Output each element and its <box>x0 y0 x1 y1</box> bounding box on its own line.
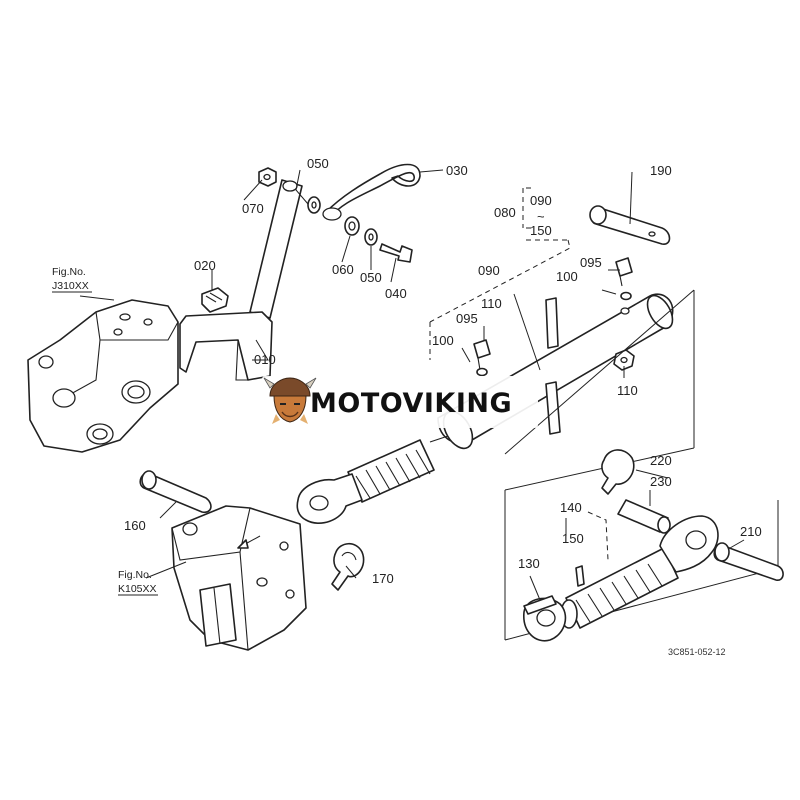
callout-040: 040 <box>385 286 407 301</box>
callout-095a: 095 <box>580 255 602 270</box>
lift-rod-turnbuckle <box>296 435 449 524</box>
callout-230: 230 <box>650 474 672 489</box>
bolt-part-040 <box>379 243 413 263</box>
ring-part-100a <box>620 291 632 301</box>
washer-part-050 <box>307 196 321 214</box>
leader-lines <box>79 169 745 601</box>
callout-020: 020 <box>194 258 216 273</box>
grease-fitting-part-095a <box>615 257 633 287</box>
washer-part-050b <box>364 228 378 246</box>
watermark-banner: MOTOVIKING <box>262 376 538 428</box>
callout-080: 080 <box>494 205 516 220</box>
drawing-code: 3C851-052-12 <box>668 647 726 657</box>
callout-110a: 110 <box>481 296 502 311</box>
callout-010: 010 <box>254 352 276 367</box>
figure-ref-j310xx: Fig.No. J310XX <box>52 266 92 293</box>
figure-ref-k105xx: Fig.No. K105XX <box>118 569 158 596</box>
ring-part-100b <box>476 367 488 377</box>
callout-100a: 100 <box>556 269 578 284</box>
figure-ref-code: J310XX <box>52 280 89 292</box>
viking-helmet-logo-icon <box>263 377 317 424</box>
nut-part-070 <box>258 167 277 187</box>
callout-190: 190 <box>650 163 672 178</box>
pin-part-210 <box>713 542 784 581</box>
callout-110b: 110 <box>617 383 638 398</box>
pin-part-160 <box>139 470 212 514</box>
link-rod-part-030 <box>322 163 421 221</box>
callout-060: 060 <box>332 262 354 277</box>
collar-part-060 <box>344 216 360 236</box>
callout-150b: 150 <box>562 531 584 546</box>
stud-part-020 <box>201 287 229 313</box>
brand-name: MOTOVIKING <box>310 388 512 419</box>
callout-030: 030 <box>446 163 468 178</box>
callout-090a: 090 <box>530 193 552 208</box>
hydraulic-housing-lower <box>171 505 307 651</box>
callout-210: 210 <box>740 524 762 539</box>
callout-070: 070 <box>242 201 264 216</box>
top-link-part-140 <box>560 515 719 629</box>
grease-fitting-part-095b <box>473 339 491 371</box>
figure-ref-prefix: Fig.No. <box>52 266 86 278</box>
figure-ref-prefix: Fig.No. <box>118 569 152 581</box>
callout-100b: 100 <box>432 333 454 348</box>
callout-220: 220 <box>650 453 672 468</box>
pin-part-150 <box>575 565 585 587</box>
callout-050: 050 <box>307 156 329 171</box>
callout-160: 160 <box>124 518 146 533</box>
figure-ref-code: K105XX <box>118 583 157 595</box>
callout-090b: 090 <box>478 263 500 278</box>
callout-140: 140 <box>560 500 582 515</box>
callout-labels: 010 020 030 040 050 050 060 070 080 090 … <box>124 156 762 586</box>
lift-arm-part-010 <box>179 179 303 381</box>
callout-170: 170 <box>372 571 394 586</box>
pin-part-190 <box>589 205 671 245</box>
callout-130: 130 <box>518 556 540 571</box>
clip-part-220 <box>601 449 635 495</box>
lynch-pin-part-170 <box>331 542 365 591</box>
sleeve-part-230 <box>617 499 671 534</box>
hydraulic-housing-upper <box>27 299 193 453</box>
ball-part-130 <box>523 595 567 642</box>
callout-050b: 050 <box>360 270 382 285</box>
range-tilde: ~ <box>537 209 545 224</box>
callout-095b: 095 <box>456 311 478 326</box>
callout-150a: 150 <box>530 223 552 238</box>
